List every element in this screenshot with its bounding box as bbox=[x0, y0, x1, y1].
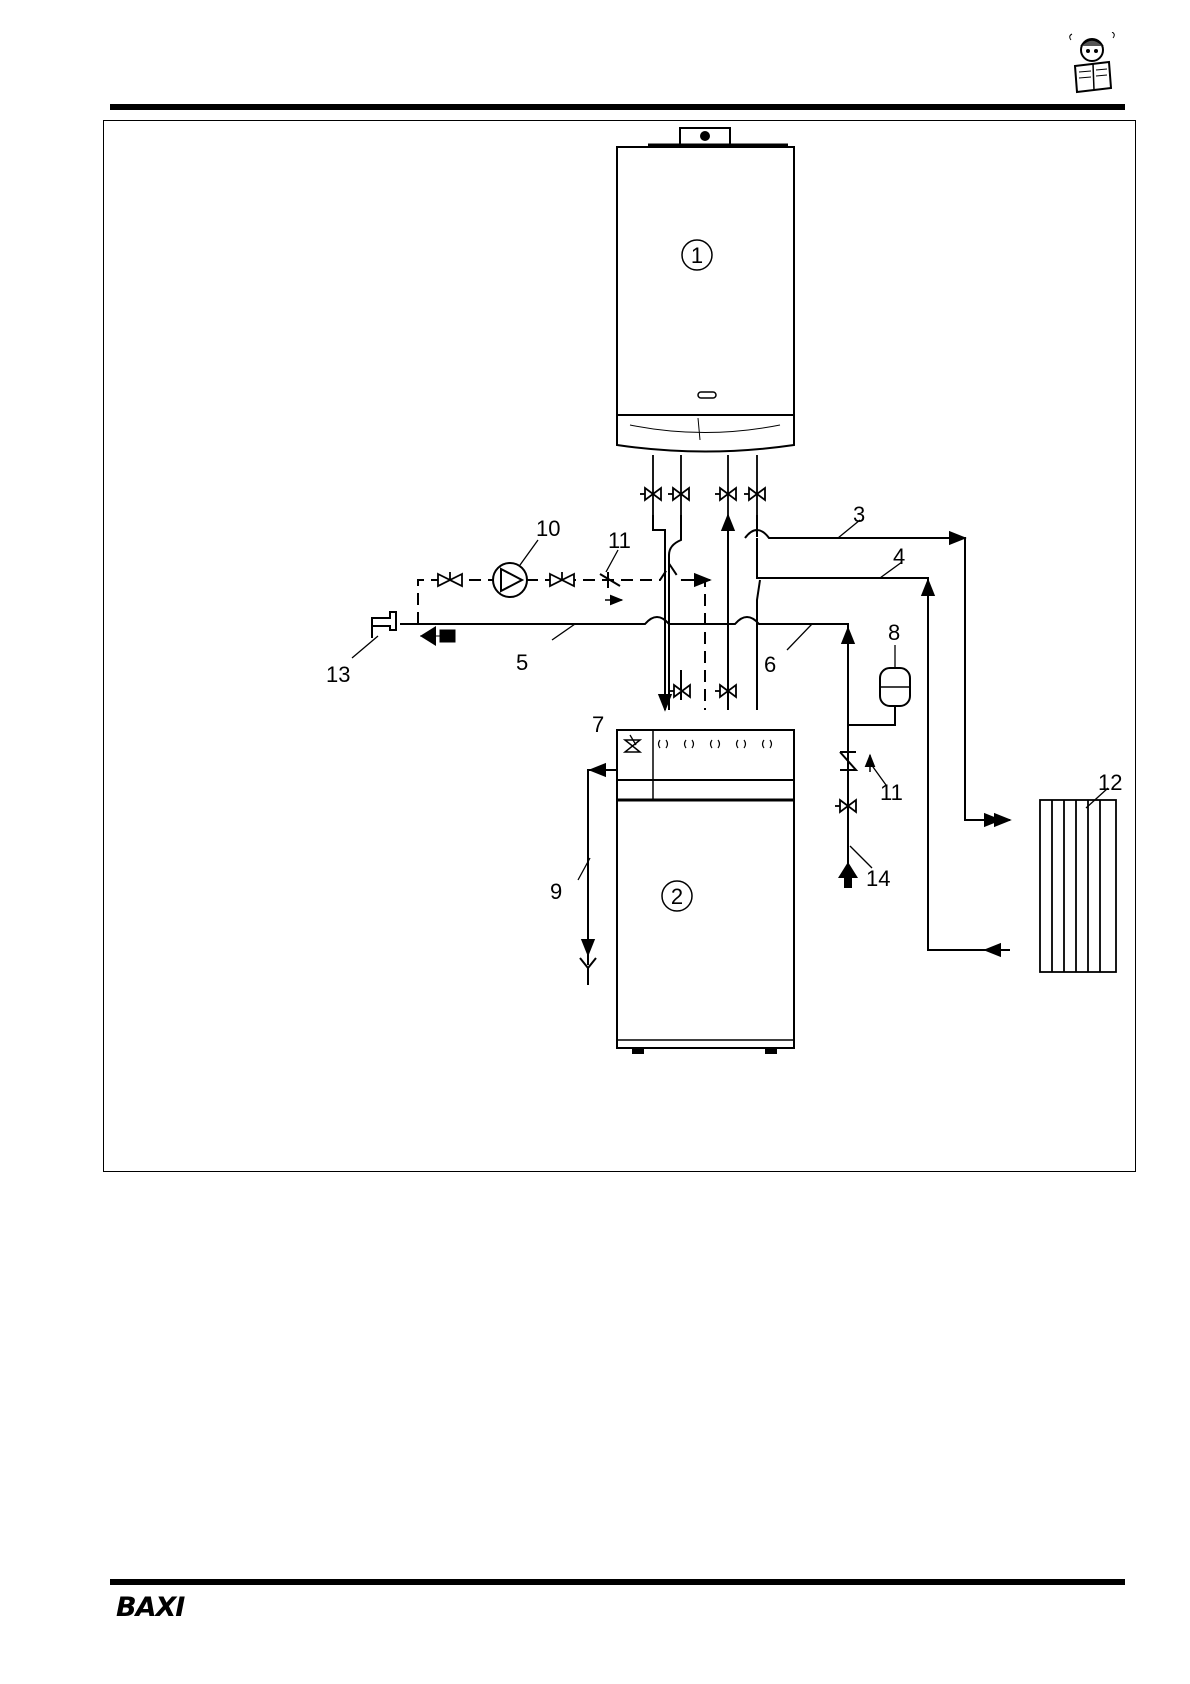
callout-6: 6 bbox=[764, 652, 776, 677]
callout-4: 4 bbox=[893, 544, 905, 569]
callout-10: 10 bbox=[536, 516, 560, 541]
callout-13: 13 bbox=[326, 662, 350, 687]
radiator-icon bbox=[1040, 800, 1116, 972]
callout-11-lower: 11 bbox=[880, 780, 903, 805]
brand-logo: BAXI bbox=[116, 1592, 184, 1623]
callout-14: 14 bbox=[866, 866, 890, 891]
expansion-vessel-icon bbox=[880, 668, 910, 706]
tap-icon bbox=[372, 612, 396, 638]
boiler-valves bbox=[640, 455, 765, 515]
footer-rule bbox=[110, 1579, 1125, 1585]
inlet-arrow-icon bbox=[838, 862, 858, 888]
callout-8: 8 bbox=[888, 620, 900, 645]
callout-9: 9 bbox=[550, 879, 562, 904]
callout-5: 5 bbox=[516, 650, 528, 675]
secondary-circuit bbox=[418, 565, 705, 710]
callout-11-upper: 11 bbox=[608, 528, 631, 553]
wall-boiler bbox=[617, 128, 794, 452]
component-2-label: 2 bbox=[671, 884, 683, 909]
cylinder-unit bbox=[617, 730, 794, 1054]
outlet-arrow-icon bbox=[420, 626, 436, 646]
pump-icon bbox=[493, 563, 527, 597]
callout-3: 3 bbox=[853, 502, 865, 527]
callout-7: 7 bbox=[592, 712, 604, 737]
component-1-label: 1 bbox=[691, 243, 703, 268]
callout-12: 12 bbox=[1098, 770, 1122, 795]
